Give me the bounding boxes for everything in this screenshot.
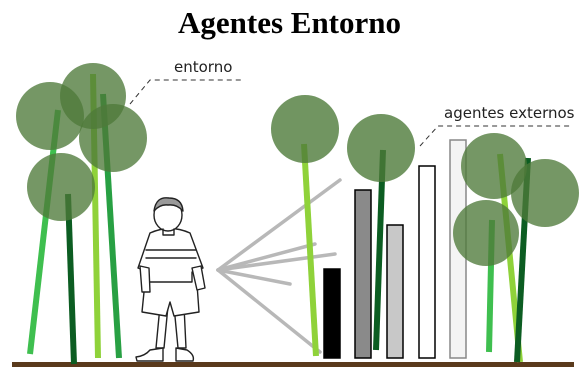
tree-canopy — [79, 104, 147, 172]
right-forest — [453, 133, 579, 363]
vision-line — [216, 252, 337, 272]
agent-bar-dark-gray — [354, 189, 372, 359]
middle-trees — [271, 95, 415, 357]
tree-canopy — [27, 153, 95, 221]
child-arm — [191, 265, 206, 291]
vision-line — [216, 178, 342, 272]
vision-line — [216, 268, 322, 354]
left-canopies — [16, 63, 147, 221]
right-canopies — [453, 133, 579, 266]
child-shoe — [135, 347, 164, 362]
tree-canopy — [271, 95, 339, 163]
tree-canopy — [461, 133, 527, 199]
child-arm — [139, 265, 151, 293]
vision-line — [216, 268, 292, 286]
vision-line — [216, 242, 317, 272]
agent-bar-light-gray — [386, 224, 404, 359]
tree-trunk — [27, 109, 61, 355]
tree-trunk — [65, 193, 77, 365]
agent-bar-white — [418, 165, 436, 359]
vision-lines — [216, 178, 342, 354]
callout-line-entorno — [129, 79, 244, 105]
page-title: Agentes Entorno — [177, 5, 402, 40]
tree-canopy — [347, 114, 415, 182]
agent-bar-black — [323, 268, 341, 359]
label-entorno: entorno — [174, 58, 233, 76]
tree-canopy — [511, 159, 579, 227]
ground-line — [12, 362, 574, 367]
child-hair — [153, 197, 184, 212]
left-forest — [16, 63, 147, 365]
child-shoe — [175, 347, 195, 362]
tree-trunk — [301, 143, 319, 357]
label-agentes-externos: agentes externos — [444, 104, 575, 122]
child-figure — [135, 197, 206, 362]
tree-trunk — [373, 149, 386, 351]
tree-canopy — [453, 200, 519, 266]
child-neck — [162, 228, 175, 236]
